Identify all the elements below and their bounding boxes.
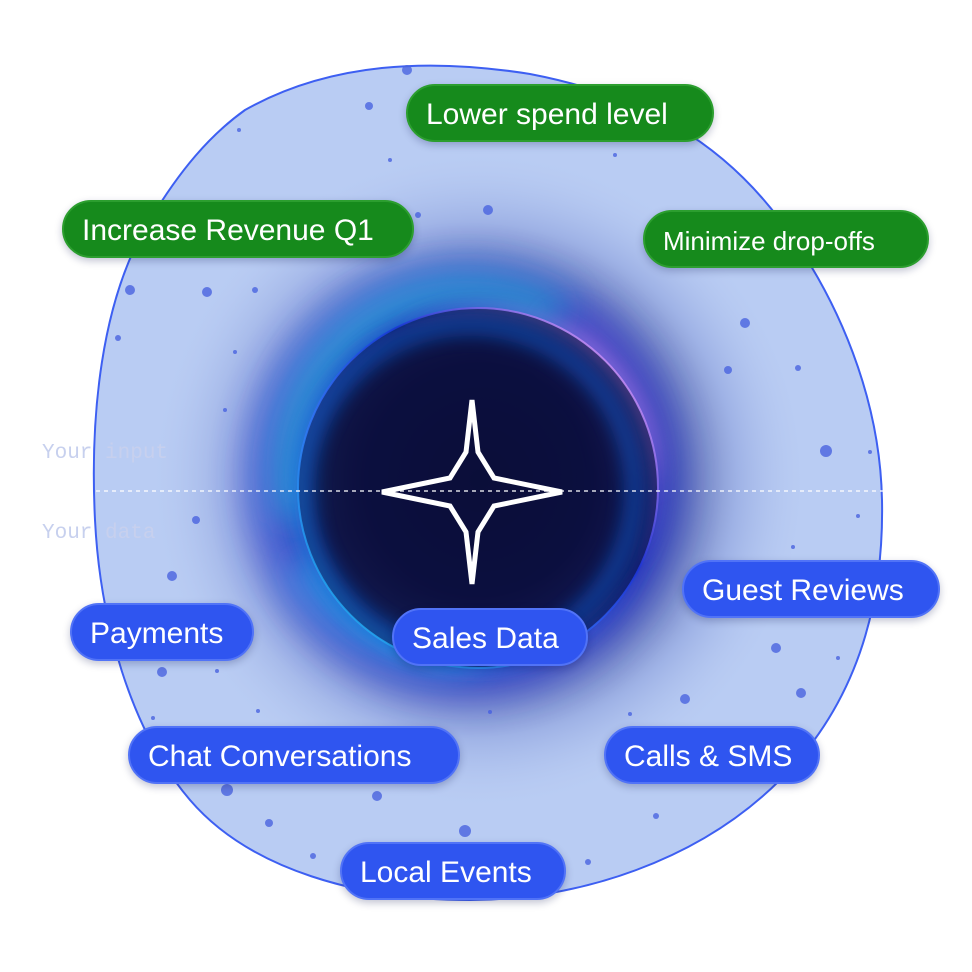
source-pill-payments[interactable]: Payments: [70, 603, 254, 661]
goal-pill-increase-revenue[interactable]: Increase Revenue Q1: [62, 200, 414, 258]
goal-pill-lower-spend[interactable]: Lower spend level: [406, 84, 714, 142]
your-data-label: Your data: [42, 522, 156, 545]
sparkle-icon: [381, 399, 563, 585]
source-pill-guest-reviews[interactable]: Guest Reviews: [682, 560, 940, 618]
source-pill-chat-conversations[interactable]: Chat Conversations: [128, 726, 460, 784]
your-input-label: Your input: [42, 442, 169, 465]
goal-pill-minimize-dropoffs[interactable]: Minimize drop-offs: [643, 210, 929, 268]
source-pill-calls-sms[interactable]: Calls & SMS: [604, 726, 820, 784]
source-pill-sales-data[interactable]: Sales Data: [392, 608, 588, 666]
source-pill-local-events[interactable]: Local Events: [340, 842, 566, 900]
